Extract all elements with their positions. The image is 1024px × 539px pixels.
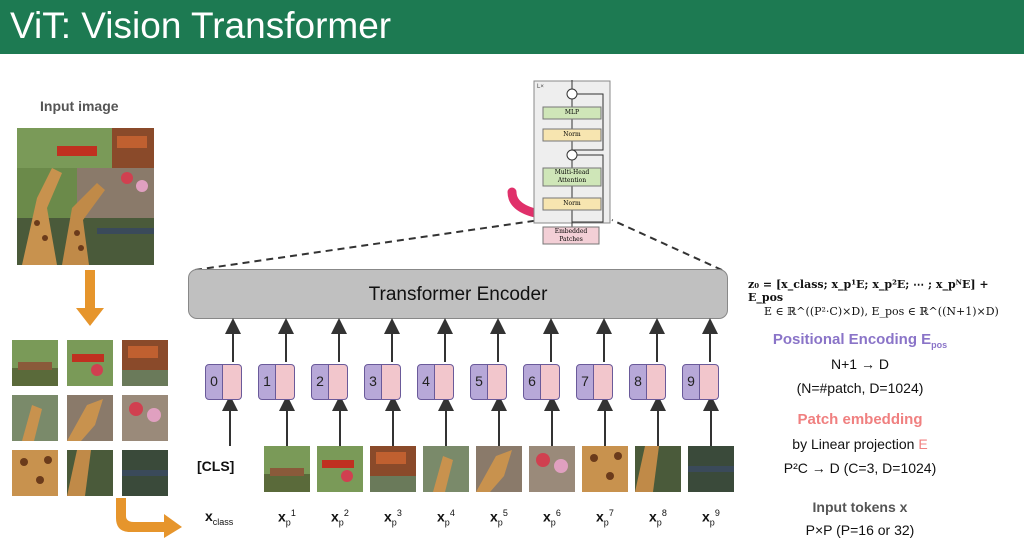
equation-z0: z₀ = [x_class; x_p¹E; x_p²E; ⋯ ; x_pᴺE] … <box>748 278 989 304</box>
x-label-4: xp4 <box>437 508 455 528</box>
slide-title: ViT: Vision Transformer <box>10 5 392 46</box>
patch-2 <box>317 446 363 492</box>
token-number: 8 <box>634 373 642 389</box>
token-number: 5 <box>475 373 483 389</box>
token-number: 2 <box>316 373 324 389</box>
patch-3 <box>370 446 416 492</box>
embedded-patches-block: Embedded Patches <box>554 228 588 243</box>
token-4: 4 <box>417 364 454 400</box>
patch-7 <box>582 446 628 492</box>
token-9: 9 <box>682 364 719 400</box>
patch-grid <box>12 340 172 500</box>
patch-embedding-line2: P²C → D (C=3, D=1024) <box>783 460 937 476</box>
patch-9 <box>688 446 734 492</box>
token-8: 8 <box>629 364 666 400</box>
x-label-3: xp3 <box>384 508 402 528</box>
input-tokens-title: Input tokens x <box>812 499 908 515</box>
token-number: 6 <box>528 373 536 389</box>
title-bar: ViT: Vision Transformer <box>0 0 1024 54</box>
input-image-label: Input image <box>40 98 119 114</box>
patch-5 <box>476 446 522 492</box>
x-label-5: xp5 <box>490 508 508 528</box>
token-6: 6 <box>523 364 560 400</box>
positional-encoding-title: Positional Encoding Epos <box>772 331 948 350</box>
x-label-6: xp6 <box>543 508 561 528</box>
positional-encoding-line2: (N=#patch, D=1024) <box>796 380 924 396</box>
patch-embedding-title: Patch embedding <box>797 411 923 428</box>
orange-down-arrow <box>76 270 104 326</box>
token-1: 1 <box>258 364 295 400</box>
x-label-9: xp9 <box>702 508 720 528</box>
token-number: 0 <box>210 373 218 389</box>
orange-right-arrow <box>116 498 182 538</box>
x-label-class: xclass <box>205 508 234 527</box>
token-2: 2 <box>311 364 348 400</box>
transformer-encoder-block: Transformer Encoder <box>188 269 728 319</box>
x-label-1: xp1 <box>278 508 296 528</box>
patch-embedding-line1: by Linear projection E <box>792 436 928 452</box>
token-number: 1 <box>263 373 271 389</box>
token-3: 3 <box>364 364 401 400</box>
norm-block-bottom: Norm <box>563 200 581 207</box>
positional-encoding-line1: N+1 → D <box>831 356 889 372</box>
token-number: 7 <box>581 373 589 389</box>
input-tokens-line1: P×P (P=16 or 32) <box>805 522 915 538</box>
x-label-2: xp2 <box>331 508 349 528</box>
token-7: 7 <box>576 364 613 400</box>
token-0: 0 <box>205 364 242 400</box>
patch-8 <box>635 446 681 492</box>
encoder-label: Transformer Encoder <box>368 284 548 305</box>
patch-1 <box>264 446 310 492</box>
token-5: 5 <box>470 364 507 400</box>
token-number: 9 <box>687 373 695 389</box>
norm-block-top: Norm <box>563 131 581 138</box>
mlp-block: MLP <box>564 109 580 116</box>
patch-4 <box>423 446 469 492</box>
attention-block: Multi-Head Attention <box>554 169 590 184</box>
x-label-7: xp7 <box>596 508 614 528</box>
patch-6 <box>529 446 575 492</box>
x-label-8: xp8 <box>649 508 667 528</box>
transformer-block-diagram: L× MLP Norm Multi-Head Attention Norm Em… <box>533 80 611 246</box>
input-image <box>17 128 154 265</box>
equation-embedding-dims: E ∈ ℝ^((P²·C)×D), E_pos ∈ ℝ^((N+1)×D) <box>764 305 999 318</box>
cls-label: [CLS] <box>197 458 235 474</box>
layer-repeat-label: L× <box>537 84 544 90</box>
token-number: 3 <box>369 373 377 389</box>
token-number: 4 <box>422 373 430 389</box>
